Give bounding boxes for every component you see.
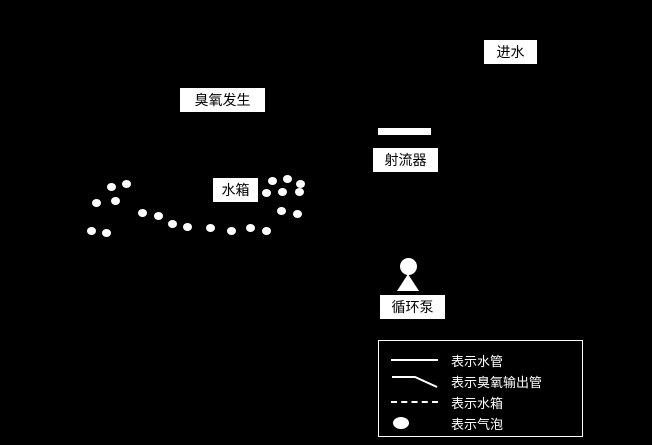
- label-water-tank: 水箱: [213, 178, 258, 202]
- bubble-dot: [87, 227, 96, 235]
- bubble-dot: [122, 180, 131, 188]
- bubble-dot: [268, 177, 277, 185]
- bubble-dot: [277, 207, 286, 215]
- bubble-dot: [107, 183, 116, 191]
- ejector-symbol: [378, 128, 431, 135]
- bubble-dot: [278, 188, 287, 196]
- bubble-dot: [168, 220, 177, 228]
- legend-label-ozone-pipe: 表示臭氧输出管: [451, 374, 543, 390]
- legend-row-bubble: 表示气泡: [391, 413, 582, 433]
- bubble-dot: [246, 224, 255, 232]
- bubble-dot: [262, 227, 271, 235]
- bubble-dot: [183, 223, 192, 231]
- bubble-dot: [262, 189, 271, 197]
- bubble-dot: [295, 188, 304, 196]
- legend-box: 表示水管 表示臭氧输出管 表示水箱 表示气泡: [378, 340, 583, 437]
- bubble-dot: [227, 227, 236, 235]
- legend-label-bubble: 表示气泡: [451, 416, 504, 432]
- bubble-dot: [138, 209, 147, 217]
- bubble-dot: [154, 212, 163, 220]
- legend-label-water-tank: 表示水箱: [451, 395, 504, 411]
- legend-label-water-pipe: 表示水管: [451, 353, 504, 369]
- legend-row-water-tank: 表示水箱: [391, 392, 582, 412]
- bubble-icon: [391, 417, 439, 429]
- bubble-dot: [206, 224, 215, 232]
- dashed-line-icon: [391, 401, 439, 403]
- stepped-line-icon: [391, 373, 439, 389]
- label-circulation-pump: 循环泵: [380, 295, 445, 319]
- solid-line-icon: [391, 359, 439, 361]
- bubble-dot: [111, 197, 120, 205]
- bubble-dot: [283, 175, 292, 183]
- pump-circle-icon: [400, 258, 417, 275]
- bubble-dot: [293, 210, 302, 218]
- bubble-dot: [102, 229, 111, 237]
- label-ejector: 射流器: [373, 148, 438, 172]
- label-water-inlet: 进水: [484, 40, 537, 64]
- bubble-dot: [92, 199, 101, 207]
- legend-row-water-pipe: 表示水管: [391, 350, 582, 370]
- bubble-dot: [296, 180, 305, 188]
- legend-row-ozone-pipe: 表示臭氧输出管: [391, 371, 582, 391]
- label-ozone-generator: 臭氧发生: [180, 88, 265, 112]
- pump-triangle-icon: [397, 274, 419, 291]
